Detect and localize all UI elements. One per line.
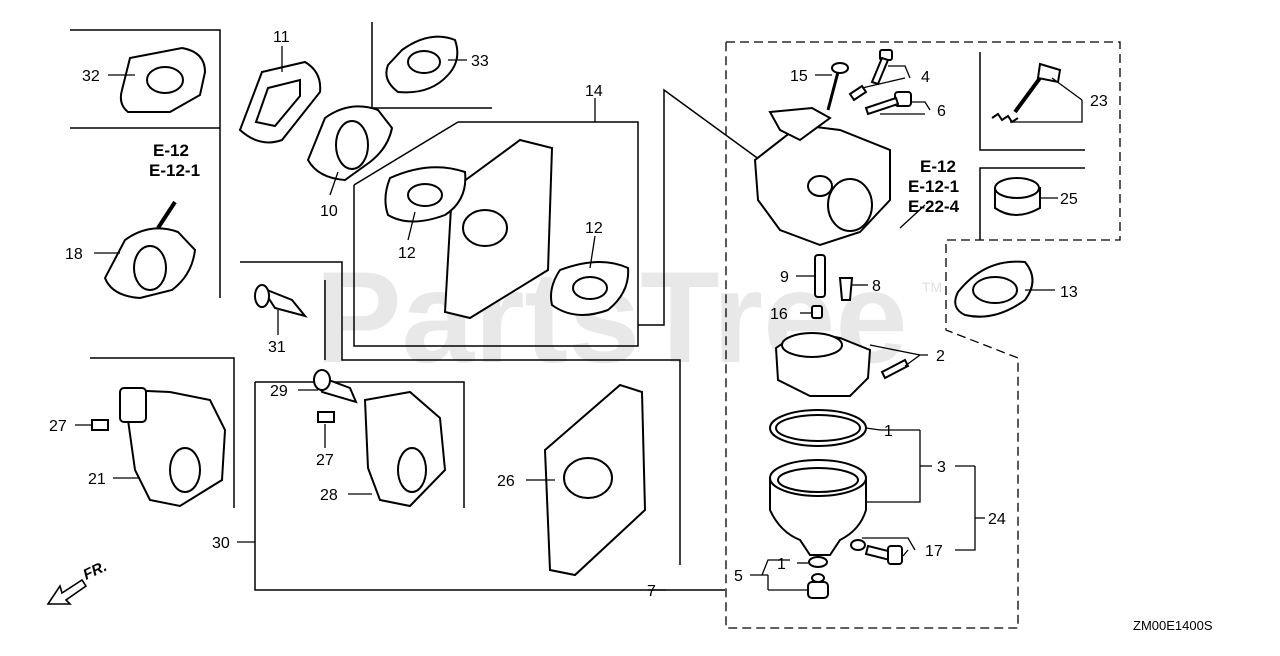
callout-1-oring[interactable]: 1 [884,423,893,440]
callout-27-left[interactable]: 27 [49,418,67,435]
part-31-pin [254,284,308,318]
part-1-o-ring [769,409,867,447]
part-8-jet [838,277,854,301]
callout-26[interactable]: 26 [497,473,515,490]
part-9-nozzle [814,254,826,298]
part-33-gasket [385,35,459,94]
callout-31[interactable]: 31 [268,339,286,356]
part-17-bolt [850,539,903,565]
part-28-body [363,390,447,508]
part-carburetor-main [753,106,891,247]
part-12-gasket-left [384,166,467,223]
callout-12-left[interactable]: 12 [398,245,416,262]
part-26-plate [543,383,647,577]
ref-left-2[interactable]: E-12-1 [149,161,200,180]
callout-3[interactable]: 3 [937,459,946,476]
callout-11[interactable]: 11 [273,29,290,46]
callout-16[interactable]: 16 [770,306,788,323]
part-2-float [774,332,872,397]
leader-lines [75,46,1083,591]
callout-33[interactable]: 33 [471,53,489,70]
part-4-screws [848,49,893,102]
callout-4[interactable]: 4 [921,69,930,86]
diagram-code: ZM00E1400S [1133,618,1213,633]
ref-left-1[interactable]: E-12 [153,141,189,160]
part-14-plate [443,138,554,320]
callout-27-right[interactable]: 27 [316,452,334,469]
part-10-insulator [306,105,394,182]
callout-25[interactable]: 25 [1060,191,1078,208]
front-label: FR. [81,558,110,584]
callout-32[interactable]: 32 [82,68,100,85]
part-13-gasket [954,260,1034,318]
callout-9[interactable]: 9 [780,269,789,286]
ref-right-3[interactable]: E-22-4 [908,197,960,216]
part-18-insulator [103,200,197,300]
callout-7[interactable]: 7 [647,583,656,600]
callout-21[interactable]: 21 [88,471,106,488]
part-2-pin [880,358,910,380]
callout-6[interactable]: 6 [937,103,946,120]
callout-5[interactable]: 5 [734,568,743,585]
callout-17[interactable]: 17 [925,543,943,560]
watermark-tm: TM [922,279,942,295]
front-arrow-icon [46,578,88,605]
callout-13[interactable]: 13 [1060,284,1078,301]
callout-2[interactable]: 2 [936,348,945,365]
callout-28[interactable]: 28 [320,487,338,504]
callout-15[interactable]: 15 [790,68,808,85]
callout-1-washer[interactable]: 1 [777,556,786,573]
part-12-gasket-right [550,260,630,316]
part-27-plate-left [91,419,109,431]
part-25-cap [994,177,1041,216]
callout-30[interactable]: 30 [212,535,230,552]
part-23-screw-spring [991,62,1062,124]
part-32-insulator [119,46,207,113]
callout-18[interactable]: 18 [65,246,83,263]
callout-24[interactable]: 24 [988,511,1006,528]
callout-12-right[interactable]: 12 [585,220,603,237]
callout-10[interactable]: 10 [320,203,338,220]
part-15-screw [826,62,849,111]
ref-right-1[interactable]: E-12 [920,157,956,176]
callout-23[interactable]: 23 [1090,93,1108,110]
part-11-gasket [238,60,322,144]
part-29-cylinder [313,369,358,404]
part-16-jet [811,305,823,319]
callout-14[interactable]: 14 [585,83,603,100]
part-6-bolt [864,91,912,116]
callout-8[interactable]: 8 [872,278,881,295]
ref-right-2[interactable]: E-12-1 [908,177,959,196]
part-3-float-bowl [769,459,867,556]
part-5-drain-bolt [807,556,829,599]
part-27-plate-right [317,411,335,423]
part-21-body [119,387,227,508]
callout-29[interactable]: 29 [270,383,288,400]
